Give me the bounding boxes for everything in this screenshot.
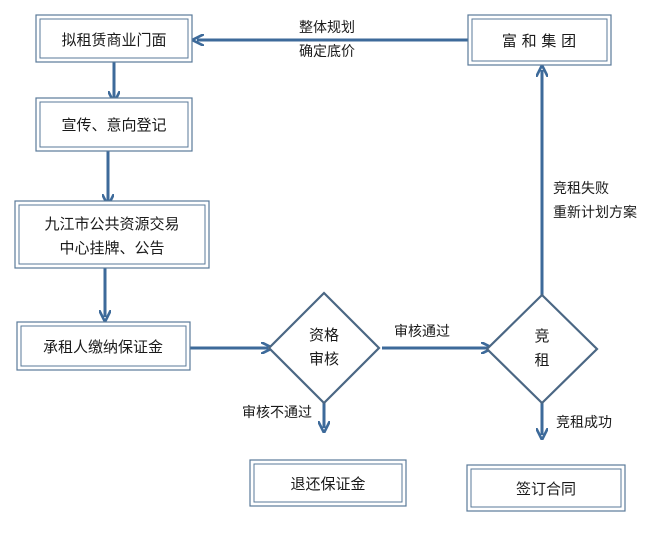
node-bidding: 竞 租: [485, 293, 599, 405]
node-lease-shop-label: 拟租赁商业门面: [61, 31, 166, 49]
node-exchange-listing: 九江市公共资源交易 中心挂牌、公告: [14, 200, 210, 269]
node-publicity-label: 宣传、意向登记: [61, 116, 166, 134]
node-fuhe-group: 富 和 集 团: [467, 14, 612, 66]
node-lease-shop: 拟租赁商业门面: [35, 14, 193, 63]
node-refund-label: 退还保证金: [290, 475, 365, 493]
node-bidding-label-line1: 竞: [534, 327, 549, 345]
edge-label-plan-line1: 整体规划: [299, 20, 355, 36]
node-qualification-label-line1: 资格: [309, 326, 339, 344]
node-qualification-review: 资格 审核: [267, 291, 381, 405]
node-exchange-label-line1: 九江市公共资源交易: [44, 215, 179, 233]
edge-label-bid-failed-line1: 竞租失败: [553, 180, 609, 197]
node-exchange-label-line2: 中心挂牌、公告: [59, 239, 164, 257]
node-publicity: 宣传、意向登记: [35, 97, 193, 152]
node-qualification-label-line2: 审核: [309, 350, 339, 368]
node-contract-label: 签订合同: [516, 480, 576, 498]
edge-label-bid-success: 竞租成功: [556, 414, 612, 431]
edge-label-bid-failed-line2: 重新计划方案: [553, 204, 637, 221]
edge-label-plan-line2: 确定底价: [299, 44, 355, 60]
node-deposit-label: 承租人缴纳保证金: [43, 338, 163, 356]
node-bidding-label-line2: 租: [534, 351, 549, 369]
edge-label-review-passed: 审核通过: [394, 324, 450, 340]
node-sign-contract: 签订合同: [466, 464, 626, 512]
node-group-label: 富 和 集 团: [502, 32, 576, 50]
node-deposit: 承租人缴纳保证金: [16, 321, 191, 371]
node-refund-deposit: 退还保证金: [249, 459, 407, 507]
edge-label-review-failed: 审核不通过: [242, 405, 312, 421]
